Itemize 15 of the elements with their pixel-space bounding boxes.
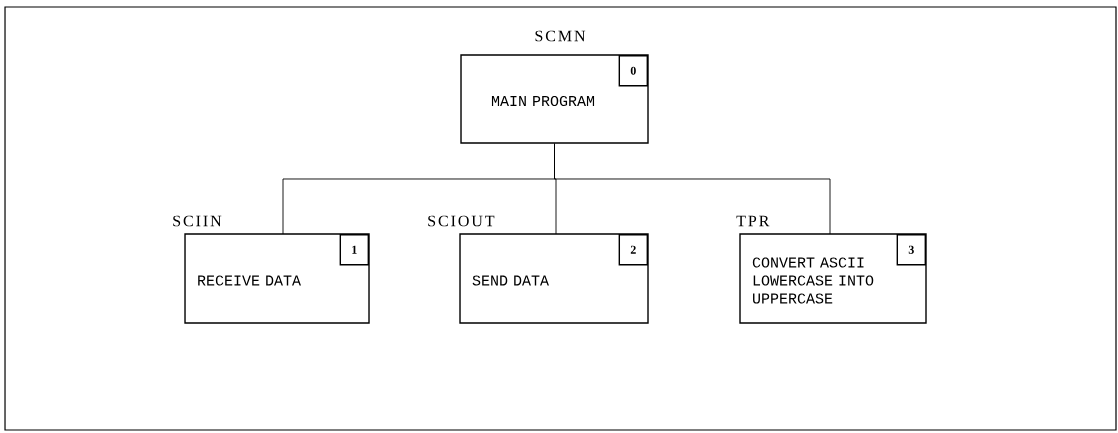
node-label: 1 [352,245,357,254]
node-label: RECEIVE DATA [198,275,301,286]
module-box: CONVERT ASCII LOWERCASE INTO UPPERCASE 3 [739,233,927,324]
module-name: SCIIN [173,215,222,227]
module-name: SCIOUT [428,215,495,227]
module-box: MAIN PROGRAM 0 [460,54,649,144]
module-box: RECEIVE DATA 1 [184,233,370,324]
module-name: TPR [736,215,770,227]
node-label: CONVERT ASCII LOWERCASE INTO UPPERCASE [752,257,874,304]
connector-line [554,143,831,235]
module-name: SCMN [535,30,586,42]
node-label: SEND DATA [472,275,549,286]
node-label: 3 [908,245,914,254]
module-box: SEND DATA 2 [459,233,649,324]
node-label: 2 [630,245,636,254]
